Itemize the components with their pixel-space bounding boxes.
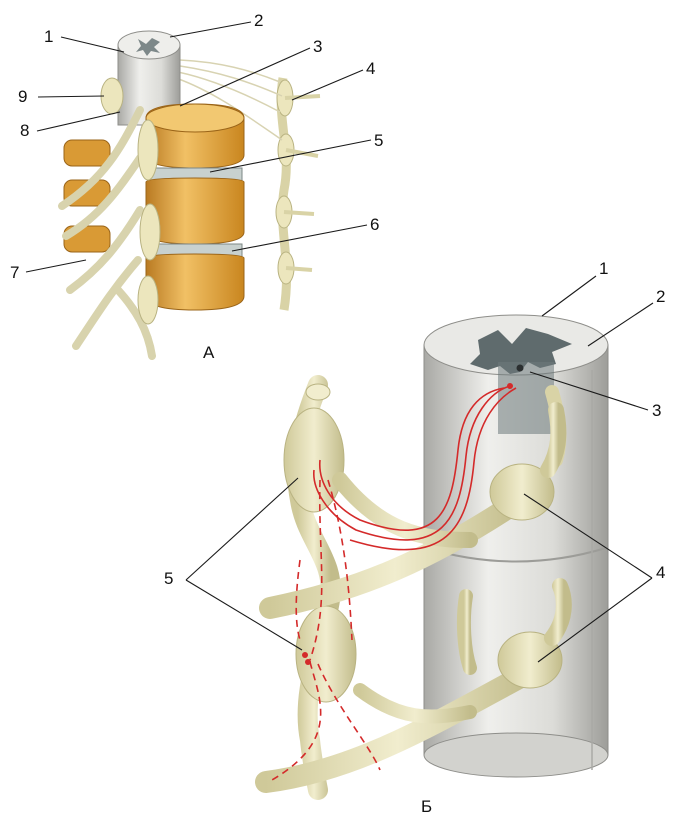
panel-a-letter: А <box>203 343 215 362</box>
panel-b-illustration: 1 2 3 4 5 Б <box>164 259 665 816</box>
panel-a-callout-9: 9 <box>18 87 27 106</box>
panel-b-callout-2: 2 <box>656 287 665 306</box>
panel-b-callout-1: 1 <box>599 259 608 278</box>
panel-a-callout-8: 8 <box>20 121 29 140</box>
panel-b-letter: Б <box>421 797 432 816</box>
panel-a-callout-5: 5 <box>374 131 383 150</box>
panel-a-labels: 1 2 3 4 5 6 7 8 9 А <box>10 11 383 362</box>
panel-a-callout-6: 6 <box>370 215 379 234</box>
panel-b-leader-lines <box>185 275 654 663</box>
panel-a-callout-7: 7 <box>10 263 19 282</box>
panel-b-callout-3: 3 <box>652 401 661 420</box>
panel-b-callout-4: 4 <box>656 563 665 582</box>
panel-b-labels: 1 2 3 4 5 Б <box>164 259 665 816</box>
sympathetic-trunk <box>275 77 321 311</box>
spinal-nerves-left <box>58 106 156 360</box>
vertebral-column <box>145 103 245 311</box>
neural-pathways <box>271 383 517 781</box>
panel-a-callout-3: 3 <box>313 37 322 56</box>
panel-a-callout-2: 2 <box>254 11 263 30</box>
panel-a-leader-lines <box>25 21 372 273</box>
spinal-nerves-b <box>255 402 572 793</box>
panel-a-illustration: 1 2 3 4 5 6 7 8 9 А <box>10 11 383 362</box>
nerve-fibers-right <box>175 59 283 141</box>
panel-a-callout-1: 1 <box>44 27 53 46</box>
panel-a-callout-4: 4 <box>366 59 375 78</box>
panel-b-callout-5: 5 <box>164 569 173 588</box>
spinal-ganglia-left <box>100 77 161 325</box>
